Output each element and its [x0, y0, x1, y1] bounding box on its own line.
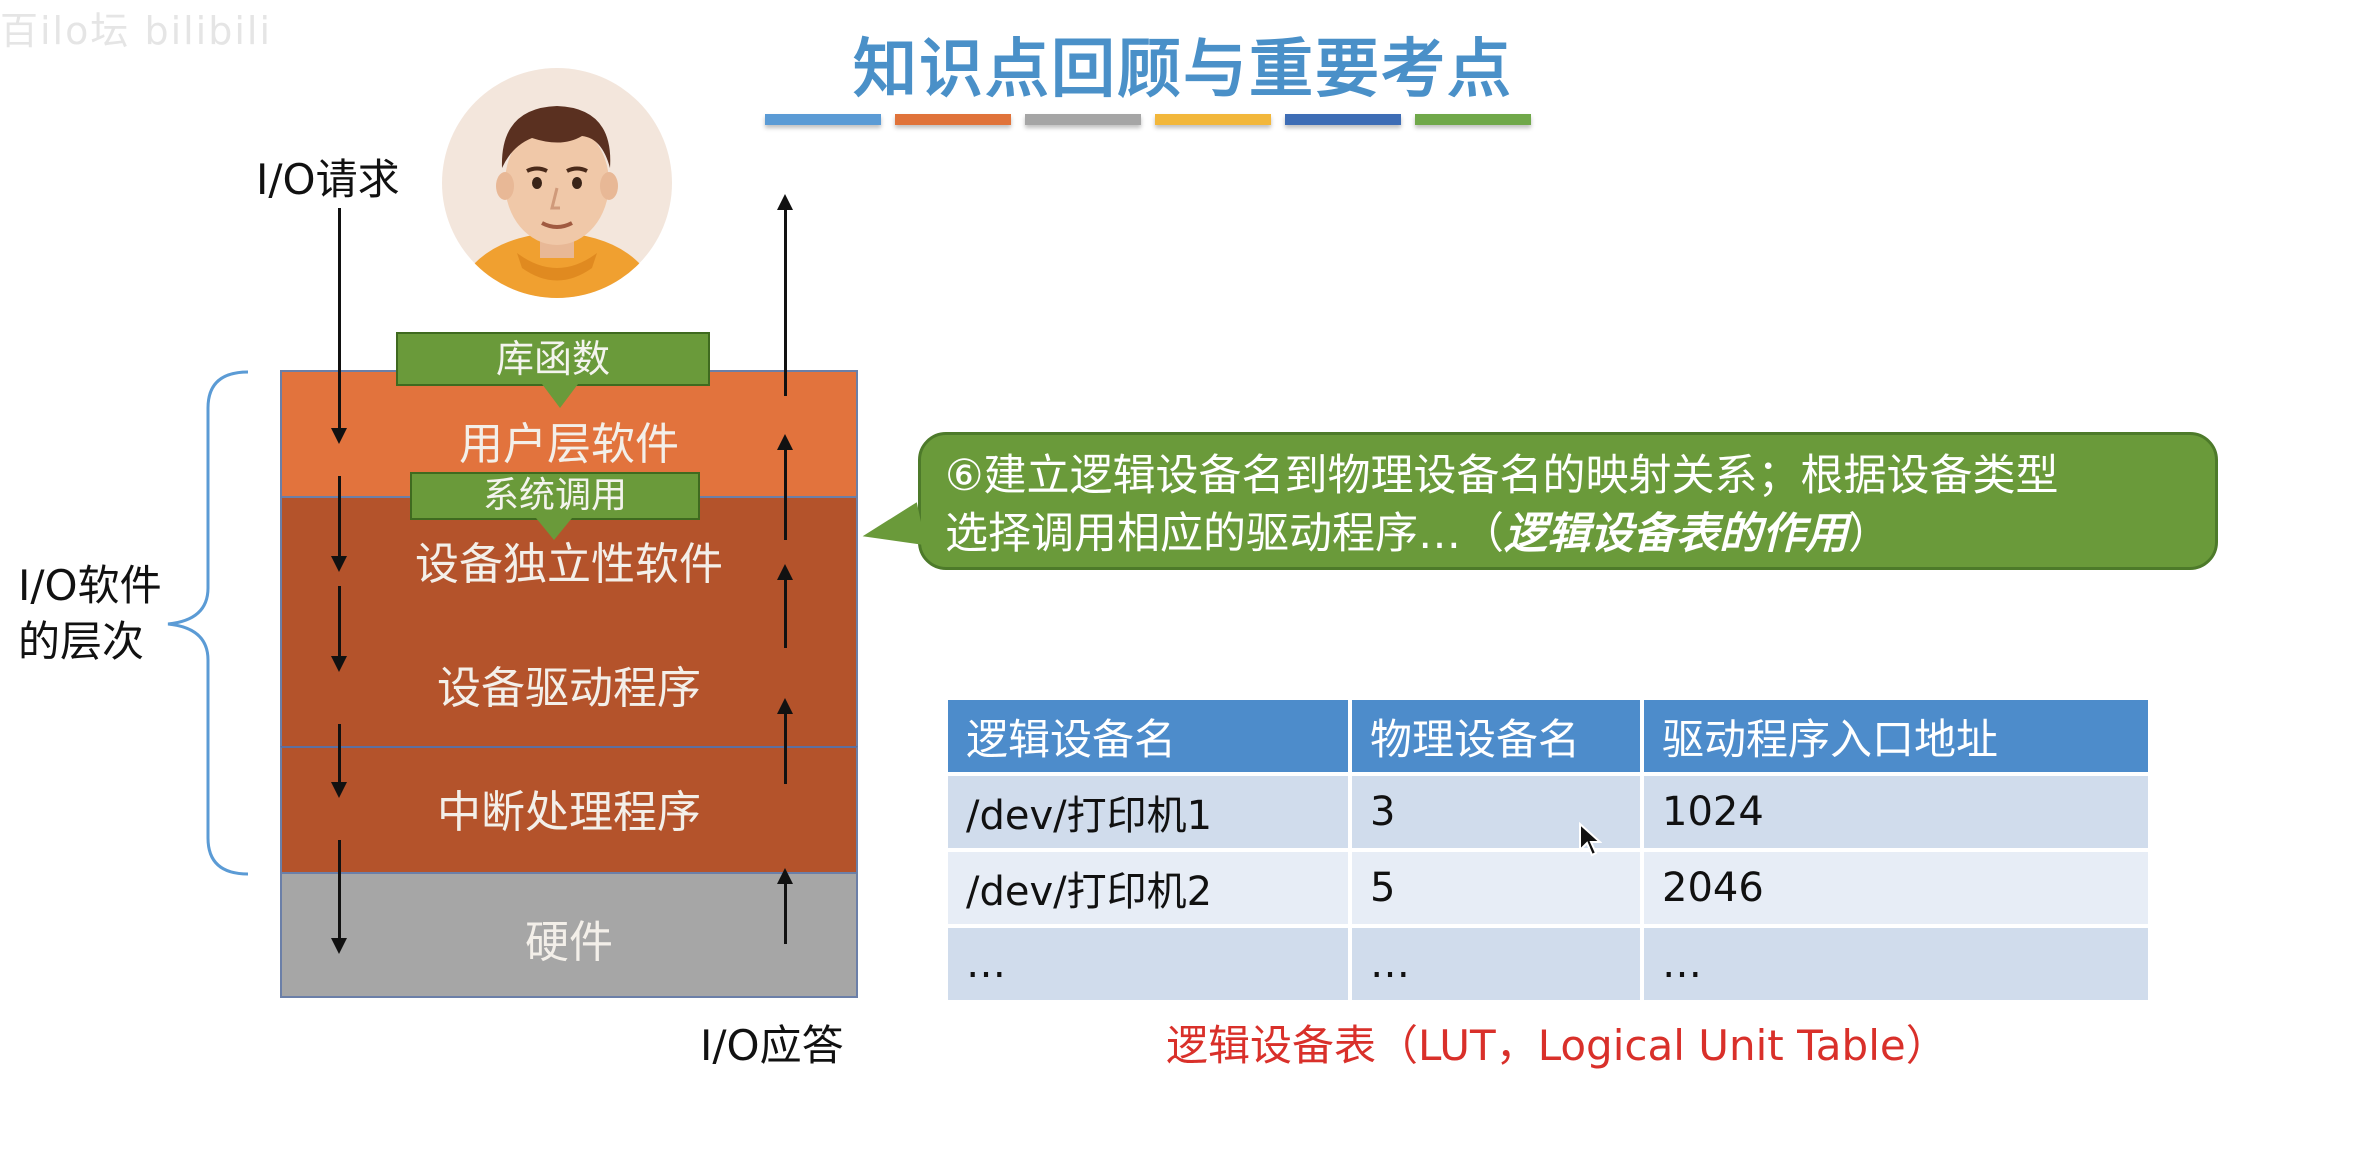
layer-interrupt-label: 中断处理程序: [437, 787, 701, 838]
callout-line1: ⑥建立逻辑设备名到物理设备名的映射关系；根据设备类型: [945, 451, 2059, 501]
title-bar-6: [1415, 114, 1531, 125]
header-physical-name: 物理设备名: [1352, 700, 1640, 772]
down-arrow-icon: [331, 840, 347, 954]
table-row: /dev/打印机1 3 1024: [948, 776, 2148, 848]
header-driver-entry: 驱动程序入口地址: [1644, 700, 2148, 772]
page-title: 知识点回顾与重要考点: [853, 33, 1513, 107]
up-arrow-icon: [777, 434, 793, 540]
logical-unit-table: 逻辑设备名 物理设备名 驱动程序入口地址 /dev/打印机1 3 1024 /d…: [944, 696, 2152, 1004]
table-row: … … …: [948, 928, 2148, 1000]
io-request-label: I/O请求: [256, 155, 400, 204]
down-arrow-icon: [542, 384, 578, 408]
layer-driver-label: 设备驱动程序: [437, 663, 701, 714]
curly-brace-icon: [167, 370, 249, 876]
callout-line2-suffix: ）: [1848, 509, 1891, 559]
down-arrow-icon: [331, 476, 347, 572]
up-arrow-icon: [777, 698, 793, 784]
up-arrow-icon: [777, 868, 793, 944]
table-header-row: 逻辑设备名 物理设备名 驱动程序入口地址: [948, 700, 2148, 772]
watermark-logo: 百ilo坛 bilibili: [0, 9, 273, 53]
title-bar-3: [1025, 114, 1141, 125]
mouse-cursor-icon: [1579, 822, 1602, 857]
callout-line2: 选择调用相应的驱动程序…（逻辑设备表的作用）: [945, 505, 2185, 563]
title-bar-2: [895, 114, 1011, 125]
title-bar-5: [1285, 114, 1401, 125]
table-cell: /dev/打印机1: [948, 776, 1348, 848]
down-arrow-icon: [536, 518, 572, 540]
table-row: /dev/打印机2 5 2046: [948, 852, 2148, 924]
table-cell: …: [1644, 928, 2148, 1000]
mapping-callout: ⑥建立逻辑设备名到物理设备名的映射关系；根据设备类型 选择调用相应的驱动程序…（…: [918, 432, 2218, 570]
callout-pointer: [858, 502, 926, 558]
title-bar-4: [1155, 114, 1271, 125]
layer-hardware-label: 硬件: [525, 917, 613, 968]
io-response-label: I/O应答: [700, 1021, 844, 1070]
layer-interrupt-handler: 中断处理程序: [280, 746, 858, 874]
hierarchy-label: I/O软件 的层次: [18, 558, 162, 670]
layer-independent-label: 设备独立性软件: [415, 539, 723, 590]
system-call-box: 系统调用: [410, 472, 700, 520]
header-logical-name: 逻辑设备名: [948, 700, 1348, 772]
library-function-box: 库函数: [396, 332, 710, 386]
table-cell: /dev/打印机2: [948, 852, 1348, 924]
table-cell: 5: [1352, 852, 1640, 924]
down-arrow-icon: [331, 208, 347, 444]
hierarchy-label-line1: I/O软件: [18, 561, 162, 610]
table-cell: …: [1352, 928, 1640, 1000]
user-avatar: [442, 68, 672, 298]
up-arrow-icon: [777, 564, 793, 648]
table-caption: 逻辑设备表（LUT，Logical Unit Table）: [1166, 1021, 1948, 1070]
up-arrow-icon: [777, 194, 793, 396]
table-cell: 1024: [1644, 776, 2148, 848]
title-bar-1: [765, 114, 881, 125]
down-arrow-icon: [331, 586, 347, 672]
callout-emphasis: 逻辑设备表的作用: [1504, 509, 1848, 559]
callout-line2-prefix: 选择调用相应的驱动程序…（: [945, 509, 1504, 559]
table-cell: …: [948, 928, 1348, 1000]
person-icon: [457, 106, 657, 298]
down-arrow-icon: [331, 724, 347, 798]
layer-user-label: 用户层软件: [459, 419, 679, 470]
layer-hardware: 硬件: [280, 874, 858, 998]
table-cell: 2046: [1644, 852, 2148, 924]
hierarchy-label-line2: 的层次: [18, 617, 145, 666]
